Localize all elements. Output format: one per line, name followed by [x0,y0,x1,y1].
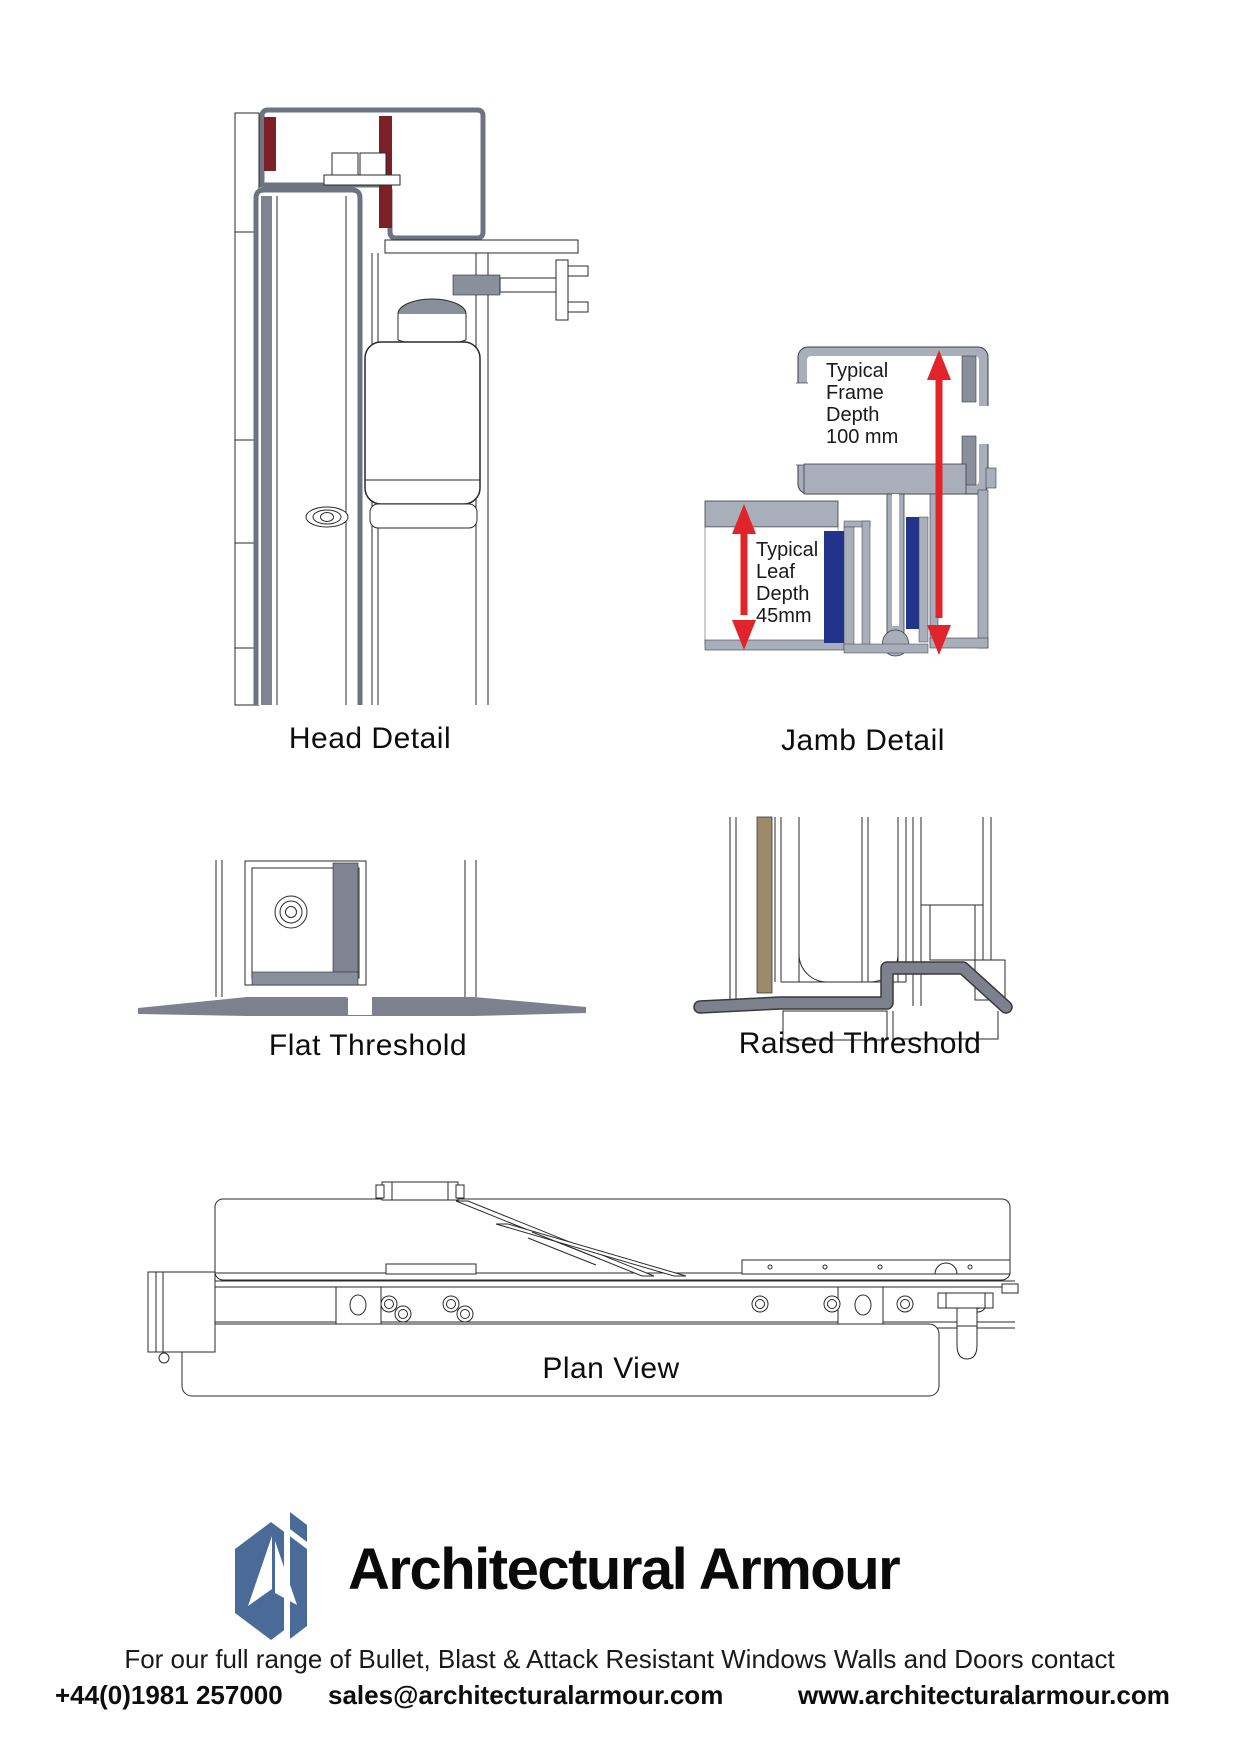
subfloor-lines [782,1010,999,1041]
flat-threshold-plate [138,987,586,1016]
jamb-detail-caption: Jamb Detail [781,724,945,757]
plan-bolts [349,1294,987,1323]
footer-tagline: For our full range of Bullet, Blast & At… [124,1644,1115,1674]
head-detail-caption: Head Detail [288,722,452,755]
door-leaf-section [253,187,363,705]
closer-arm-assembly [384,239,589,321]
frame-depth-arrow [927,350,951,655]
plan-end-cap [147,1271,216,1364]
hinge-knuckle [882,493,909,657]
raised-threshold-plate [693,961,1013,1014]
door-closer-body [364,298,481,529]
blast-seal-blue [824,531,844,643]
strike-plate [741,1259,1011,1275]
timber-strip [756,816,773,994]
leaf-seal-strip [261,196,272,705]
company-name: Architectural Armour [348,1537,901,1602]
head-detail-drawing [234,107,589,706]
plan-view-caption: Plan View [542,1352,680,1385]
leaf-depth-arrow [732,504,756,650]
jamb-detail-drawing [704,346,997,657]
intumescent-seal [264,117,276,171]
plan-leaf [181,1323,940,1397]
website-url: www.architecturalarmour.com [798,1680,1170,1710]
leaf-depth-label: Typical Leaf Depth 45mm [756,539,819,627]
flat-threshold-caption: Flat Threshold [268,1029,468,1062]
frame-lines [215,860,477,997]
raised-threshold-caption: Raised Threshold [738,1027,982,1060]
email-address: sales@architecturalarmour.com [328,1680,724,1710]
leaf-profile [704,500,929,654]
plan-rails [190,1280,1015,1329]
phone-number: +44(0)1981 257000 [55,1680,283,1710]
blast-seal-blue [906,517,919,629]
door-leaf-bottom [244,860,367,986]
flat-threshold-drawing [138,860,586,1016]
plan-view-drawing [147,1181,1019,1397]
frame-lines [729,817,1006,1006]
fixing-bolt [331,152,359,176]
frame-depth-label: Typical Frame Depth 100 mm [826,360,899,448]
plan-pivot-handle [937,1283,1019,1360]
raised-threshold-drawing [693,816,1013,1041]
head-frame-channel [259,107,486,241]
closer-spindle [381,1181,459,1201]
brand-row: Architectural Armour [0,1505,1239,1655]
plan-frame [214,1181,1011,1281]
company-logo-icon [235,1512,307,1648]
